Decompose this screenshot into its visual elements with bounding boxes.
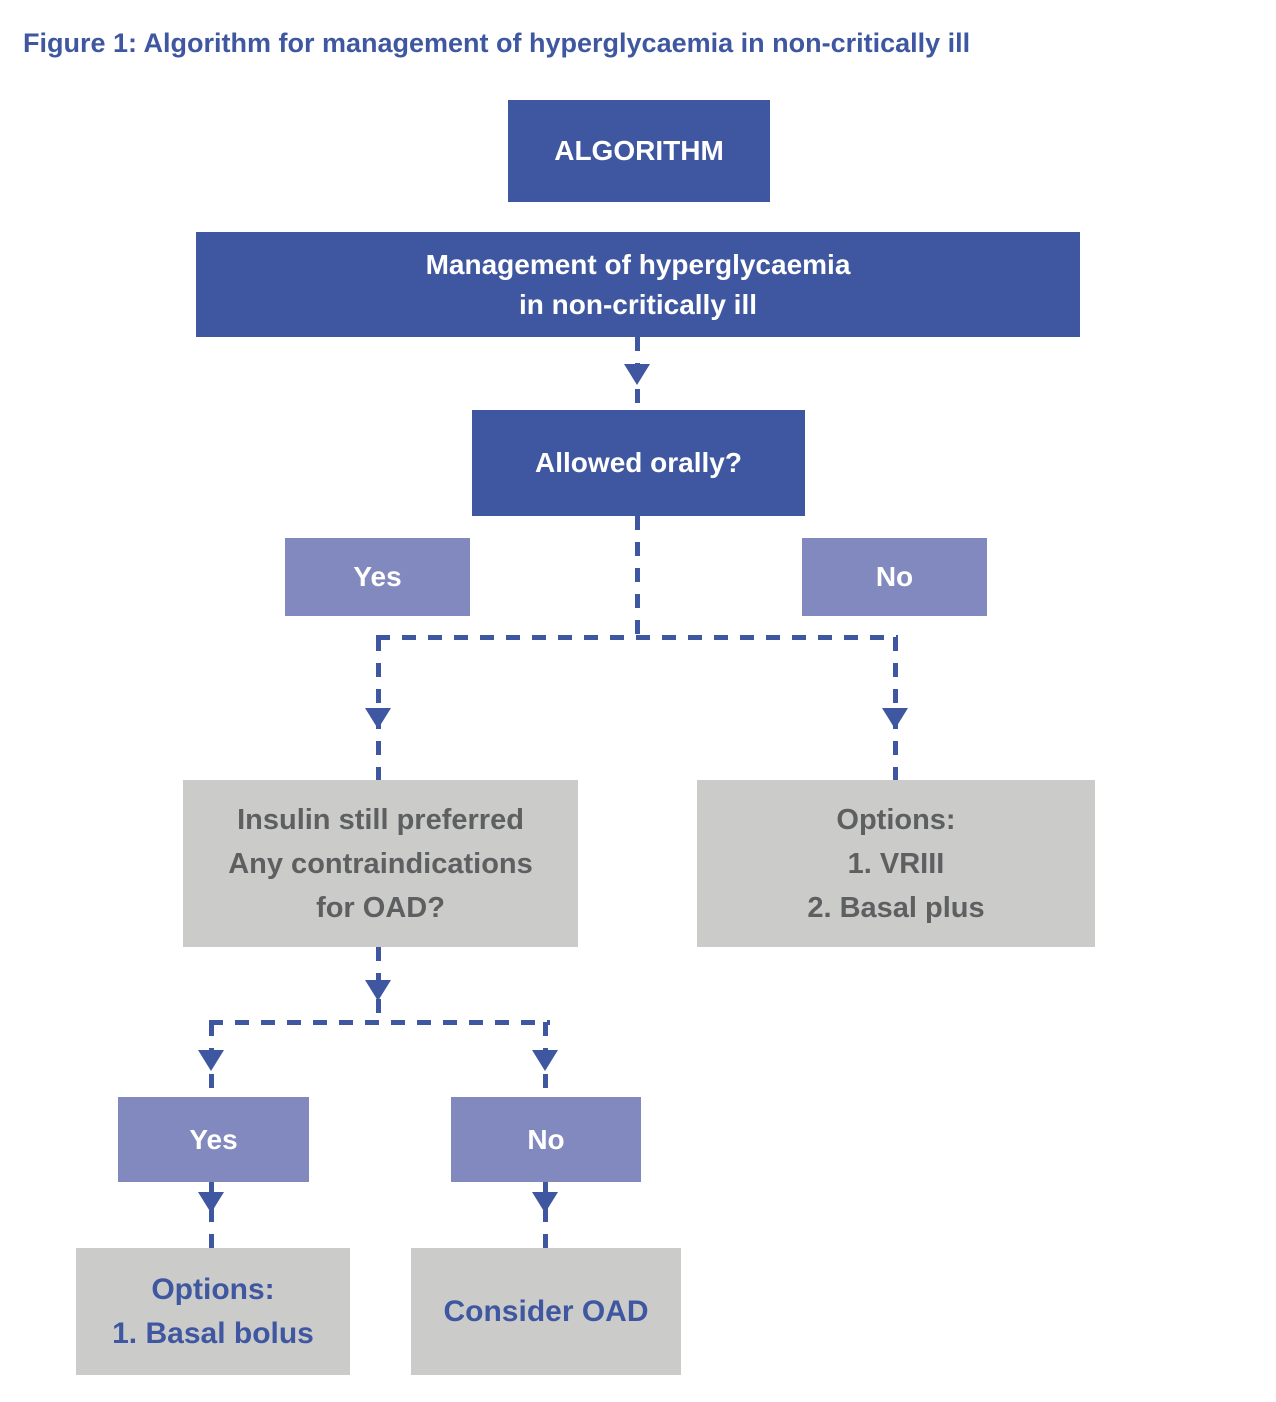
node-options-npo-line3: 2. Basal plus bbox=[807, 891, 985, 924]
node-insulin-preferred: Insulin still preferred Any contraindica… bbox=[183, 780, 578, 947]
node-insulin-preferred-line1: Insulin still preferred bbox=[237, 803, 524, 836]
connector-branch-1-horizontal bbox=[376, 635, 898, 640]
node-consider-oad: Consider OAD bbox=[411, 1248, 681, 1375]
node-yes-branch-2: Yes bbox=[118, 1097, 309, 1182]
node-management-line2: in non-critically ill bbox=[518, 288, 758, 320]
node-allowed-orally: Allowed orally? bbox=[472, 410, 805, 516]
node-options-basal-bolus: Options: 1. Basal bolus bbox=[76, 1248, 350, 1375]
arrowhead-down-icon bbox=[198, 1050, 224, 1071]
connector-yes2-to-options-basal bbox=[209, 1182, 214, 1248]
node-consider-oad-label: Consider OAD bbox=[443, 1294, 649, 1328]
node-insulin-preferred-line2: Any contraindications bbox=[228, 847, 533, 880]
node-yes-branch-1-label: Yes bbox=[353, 561, 402, 592]
arrowhead-down-icon bbox=[532, 1050, 558, 1071]
node-algorithm: ALGORITHM bbox=[508, 100, 770, 202]
node-options-npo-line1: Options: bbox=[836, 803, 956, 836]
node-management-line1: Management of hyperglycaemia bbox=[425, 248, 851, 280]
figure-title: Figure 1: Algorithm for management of hy… bbox=[23, 28, 971, 58]
arrowhead-down-icon bbox=[882, 708, 908, 729]
node-options-basal-bolus-line2: 1. Basal bolus bbox=[112, 1316, 314, 1350]
node-no-branch-2-label: No bbox=[527, 1123, 565, 1155]
arrowhead-down-icon bbox=[198, 1192, 224, 1213]
node-no-branch-1: No bbox=[802, 538, 987, 616]
node-allowed-orally-label: Allowed orally? bbox=[535, 447, 742, 478]
node-management: Management of hyperglycaemia in non-crit… bbox=[196, 232, 1080, 337]
connector-allowed-to-branch bbox=[635, 516, 640, 640]
node-no-branch-1-label: No bbox=[875, 561, 914, 592]
arrowhead-down-icon bbox=[532, 1192, 558, 1213]
arrowhead-down-icon bbox=[624, 364, 650, 385]
node-options-npo-line2: 1. VRIII bbox=[847, 847, 945, 880]
node-options-basal-bolus-line1: Options: bbox=[151, 1272, 275, 1306]
node-options-npo: Options: 1. VRIII 2. Basal plus bbox=[697, 780, 1095, 947]
arrowhead-down-icon bbox=[365, 708, 391, 729]
node-algorithm-label: ALGORITHM bbox=[554, 135, 724, 166]
node-yes-branch-2-label: Yes bbox=[189, 1123, 238, 1155]
node-insulin-preferred-line3: for OAD? bbox=[316, 891, 445, 924]
node-yes-branch-1: Yes bbox=[285, 538, 470, 616]
connector-no2-to-consider-oad bbox=[543, 1182, 548, 1248]
arrowhead-down-icon bbox=[365, 980, 391, 1001]
connector-branch-2-horizontal bbox=[209, 1020, 550, 1025]
node-no-branch-2: No bbox=[451, 1097, 641, 1182]
